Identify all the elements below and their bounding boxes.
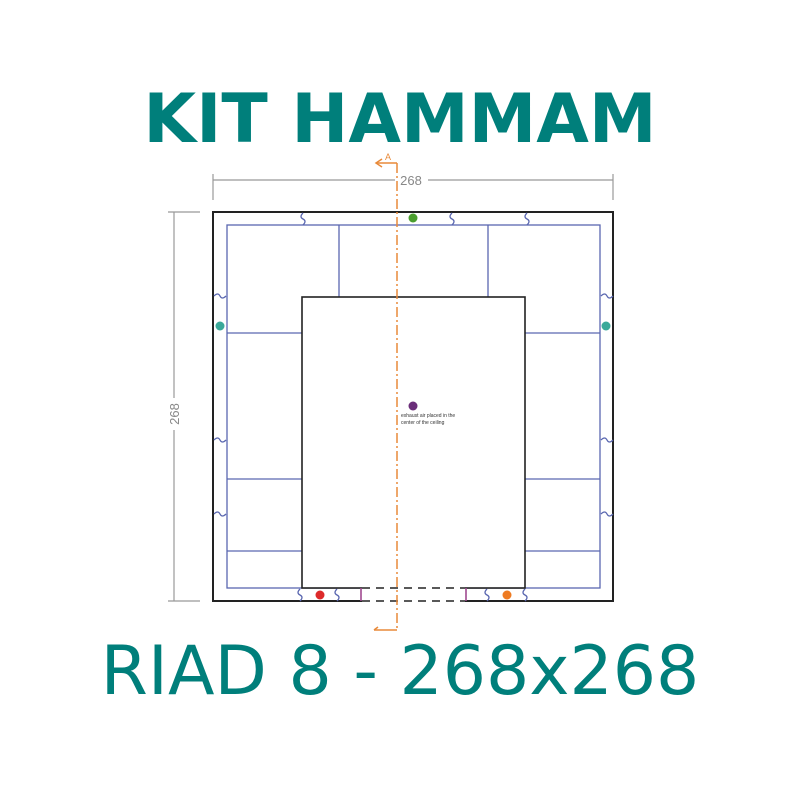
section-line (373, 158, 398, 631)
width-label: 268 (400, 173, 422, 188)
green-dot (408, 213, 418, 223)
teal-dot-right (601, 321, 611, 331)
width-dimension (212, 174, 614, 200)
product-title: KIT HAMMAM (143, 80, 657, 159)
section-label: A (385, 152, 391, 162)
orange-dot (502, 590, 512, 600)
exhaust-dot (408, 401, 418, 411)
exhaust-note-line-1: exhaust air placed in the (401, 413, 455, 419)
depth-label: 268 (167, 403, 182, 425)
product-subtitle: RIAD 8 - 268x268 (100, 632, 700, 711)
exhaust-note-line-2: center of the ceiling (401, 420, 445, 426)
exhaust-note: exhaust air placed in the center of the … (401, 413, 457, 426)
red-dot (315, 590, 325, 600)
teal-dot-left (215, 321, 225, 331)
door-opening (360, 586, 467, 603)
center-bench (301, 296, 526, 589)
depth-dimension (168, 211, 200, 602)
